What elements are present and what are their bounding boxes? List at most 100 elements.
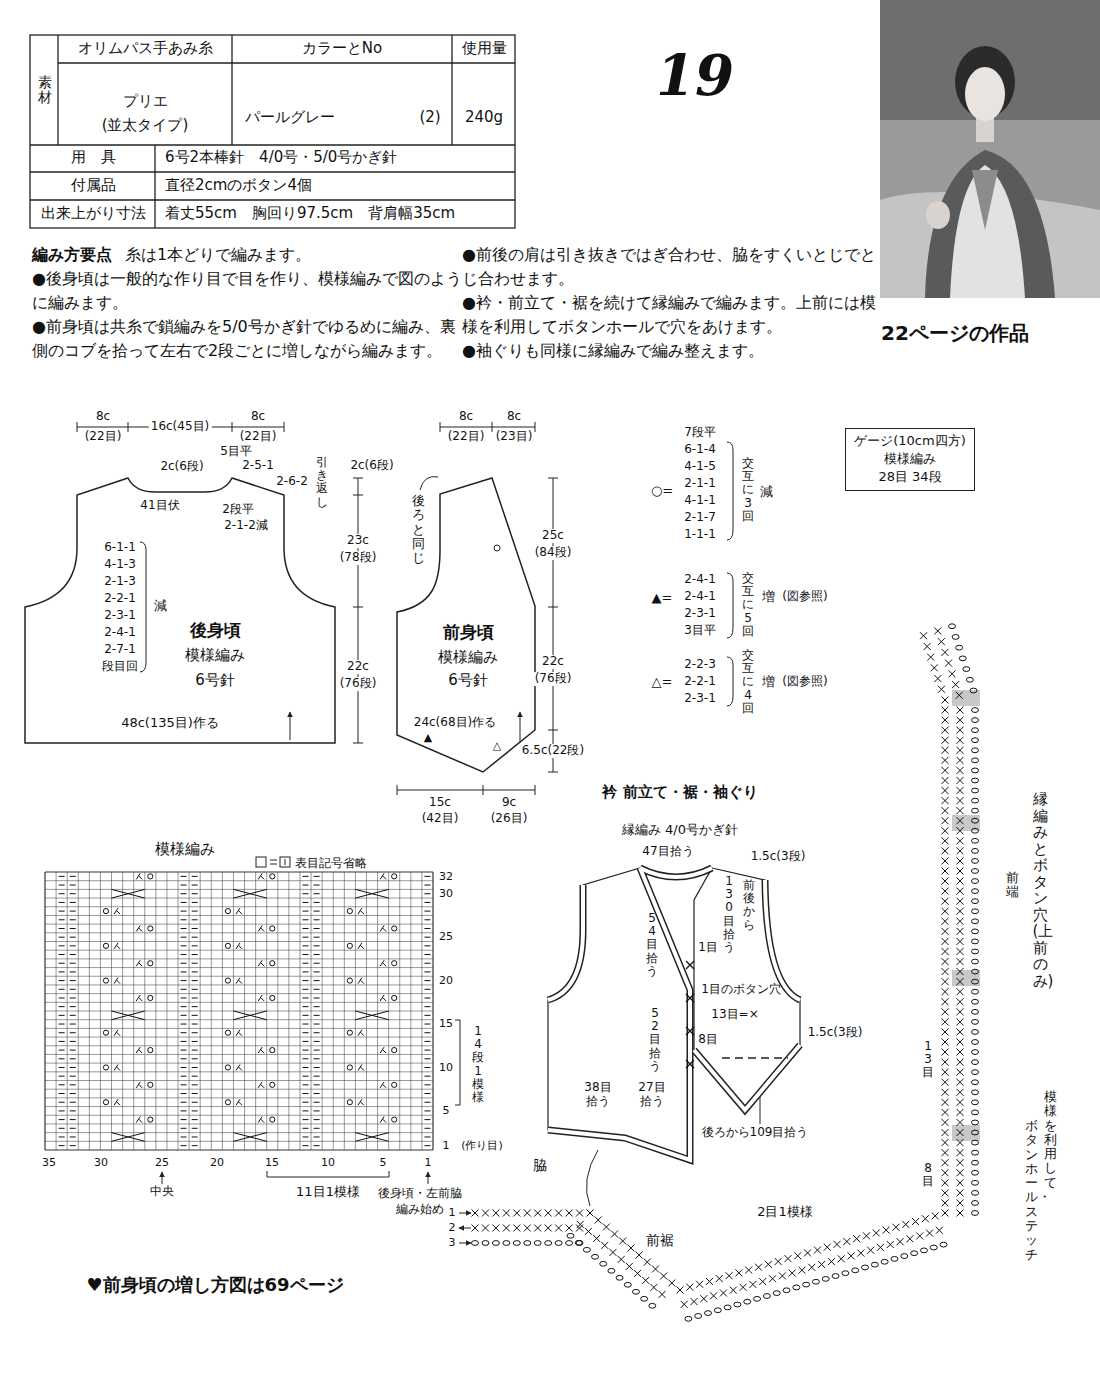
edging-label: 縁編み 4/0号かぎ針 (622, 823, 738, 838)
edging-chart (972, 1190, 979, 1195)
edging-chart (957, 757, 964, 764)
edging-label: 38目拾う (583, 1081, 613, 1109)
dimension-label: 2c(6段) (350, 459, 393, 473)
stitch-symbols (380, 1117, 386, 1123)
stitch-symbols (59, 1093, 65, 1094)
edging-chart (957, 1099, 964, 1106)
edging-chart (942, 1099, 949, 1106)
dimension-lines (548, 478, 558, 772)
edging-chart (482, 1225, 489, 1232)
chart-label: 30 (94, 1157, 108, 1170)
stitch-symbols (70, 997, 76, 998)
edging-chart (957, 998, 964, 1005)
stitch-symbols (424, 919, 430, 920)
edging-chart (957, 1149, 964, 1156)
vest-illustration (548, 868, 690, 1160)
edging-chart (930, 1245, 937, 1250)
edging-chart (822, 1276, 829, 1281)
edging-chart (472, 1225, 479, 1232)
stitch-symbols (303, 954, 309, 955)
stitch-symbols (314, 1102, 320, 1103)
gauge-text: 28目 34段 (854, 468, 966, 486)
edging-chart (972, 1180, 979, 1185)
stitch-symbols (192, 1119, 198, 1120)
edging-chart (902, 1221, 909, 1228)
edging-chart (957, 1049, 964, 1056)
vest-illustration (640, 868, 712, 877)
stitch-symbols (181, 1128, 187, 1129)
edging-chart (765, 1261, 772, 1268)
edging-chart (972, 1050, 979, 1055)
vest-illustration (640, 868, 712, 877)
edging-chart (957, 1199, 964, 1206)
stitch-symbols (355, 889, 388, 898)
edging-chart (793, 1285, 800, 1290)
edging-chart (691, 1298, 698, 1305)
chart-label: 15 (439, 1018, 453, 1031)
stitch-chart-grid (45, 871, 433, 872)
stitch-symbols (181, 1032, 187, 1033)
stitch-symbols (192, 963, 198, 964)
stitch-symbols (380, 1047, 386, 1053)
stitch-symbols (258, 1082, 264, 1088)
edging-label: 52目拾う (649, 1007, 661, 1073)
dimension-label: 2段平 (222, 503, 254, 517)
edging-chart (956, 692, 963, 699)
stitch-symbols (424, 989, 430, 990)
stitch-symbols (303, 876, 309, 877)
edging-chart (942, 1008, 949, 1015)
stitch-symbols (303, 1050, 309, 1051)
stitch-symbols (192, 1102, 198, 1103)
stitch-symbols (70, 893, 76, 894)
edging-chart (513, 1210, 520, 1217)
stitch-symbols (112, 889, 145, 898)
stitch-symbols (181, 1136, 187, 1137)
dimension-label: 8c (507, 410, 521, 424)
materials-table (57, 35, 58, 145)
stitch-chart-grid (45, 1063, 433, 1064)
edging-chart (534, 1241, 541, 1246)
dimension-label: 引き返し (316, 456, 328, 509)
stitch-chart-grid (45, 1071, 433, 1072)
stitch-symbols (59, 1136, 65, 1137)
edging-chart (972, 828, 979, 833)
stitch-chart-grid (45, 1097, 433, 1098)
stitch-symbols (347, 1065, 352, 1070)
stitch-symbols (314, 893, 320, 894)
instruction-text: 編み方要点 (32, 243, 112, 267)
stitch-symbols (181, 1102, 187, 1103)
edging-chart (920, 632, 927, 639)
stitch-chart-grid (45, 1080, 433, 1081)
stitch-symbols (181, 1024, 187, 1025)
dimension-label: 段目回 (102, 660, 138, 674)
instruction-text: 糸は1本どりで編みます。 (125, 243, 311, 267)
dimension-label: 24c(68目)作る (414, 716, 497, 730)
dimension-label: △ (493, 740, 501, 753)
stitch-symbols (358, 1064, 364, 1070)
edging-label: 後ろから109目拾う (702, 1126, 809, 1140)
stitch-symbols (236, 1064, 242, 1070)
stitch-symbols (192, 876, 198, 877)
edging-chart (740, 1284, 747, 1291)
materials-table (30, 171, 515, 172)
stitch-symbols (70, 1084, 76, 1085)
edging-chart (938, 638, 945, 645)
stitch-symbols (136, 1117, 142, 1123)
edging-chart (945, 660, 952, 667)
stitch-symbols (424, 1041, 430, 1042)
stitch-symbols (136, 1047, 142, 1053)
vest-illustration (722, 1057, 788, 1059)
edging-chart-label: 模様を利用して (1044, 1090, 1057, 1190)
stitch-symbols (192, 1006, 198, 1007)
stitch-symbols (347, 1100, 352, 1105)
generated-artwork (45, 624, 980, 1321)
edging-chart (957, 747, 964, 754)
stitch-symbols (181, 1041, 187, 1042)
stitch-symbols (103, 1030, 108, 1035)
edging-chart (585, 1228, 592, 1235)
edging-chart (957, 777, 964, 784)
edging-chart (957, 928, 964, 935)
edging-chart (972, 1090, 979, 1095)
edging-chart (862, 1265, 869, 1270)
stitch-symbols (181, 1015, 187, 1016)
